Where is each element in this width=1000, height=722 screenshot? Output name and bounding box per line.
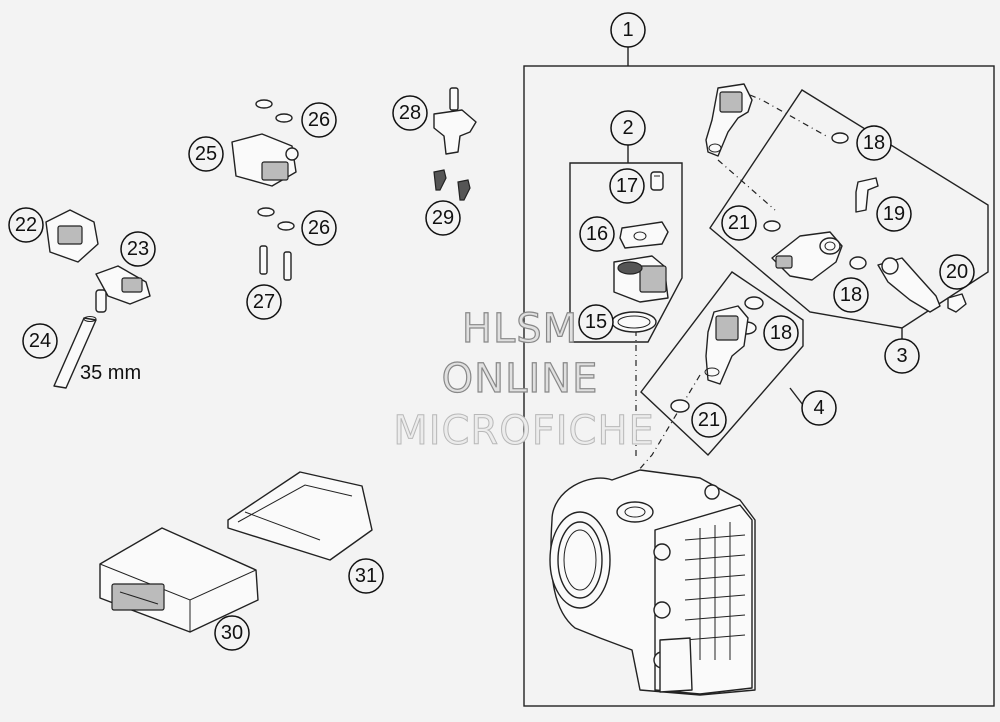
watermark-line-2: ONLINE	[442, 356, 599, 402]
subassembly-2-frame	[569, 143, 683, 343]
svg-text:2: 2	[622, 117, 633, 139]
svg-text:18: 18	[840, 284, 862, 306]
o-ring-21-top	[763, 220, 781, 232]
hose-length-label: 35 mm	[80, 362, 141, 384]
callout-22[interactable]: 22	[8, 207, 44, 243]
watermark-line-3: MICROFICHE	[393, 408, 655, 454]
svg-text:18: 18	[770, 322, 792, 344]
callout-2[interactable]: 2	[610, 110, 646, 146]
sensor-25	[231, 133, 299, 187]
watermark: HLSM ONLINE MICROFICHE	[393, 305, 655, 454]
callout-1[interactable]: 1	[610, 12, 646, 48]
screws-29	[433, 169, 471, 201]
callout-18-top[interactable]: 18	[856, 125, 892, 161]
bolts-27	[259, 245, 292, 281]
ecu-bracket-31	[227, 471, 373, 561]
callout-31[interactable]: 31	[348, 558, 384, 594]
svg-text:29: 29	[432, 207, 454, 229]
svg-text:28: 28	[399, 102, 421, 124]
throttle-body-ribs	[684, 522, 746, 660]
fuel-injector-lower	[704, 305, 749, 385]
svg-text:21: 21	[698, 409, 720, 431]
callout-4[interactable]: 4	[801, 390, 837, 426]
svg-text:25: 25	[195, 143, 217, 165]
callout-24[interactable]: 24	[22, 323, 58, 359]
callout-17[interactable]: 17	[609, 168, 645, 204]
svg-text:24: 24	[29, 330, 51, 352]
o-ring-15	[611, 311, 657, 333]
callout-29[interactable]: 29	[425, 200, 461, 236]
fuel-rail-connector	[771, 231, 843, 281]
washers-26-top	[255, 99, 293, 123]
svg-text:21: 21	[728, 212, 750, 234]
pressure-regulator	[877, 257, 941, 313]
intake-air-sensor-23	[95, 265, 151, 313]
svg-text:19: 19	[883, 203, 905, 225]
callout-25[interactable]: 25	[188, 136, 224, 172]
connector-22	[45, 209, 99, 263]
svg-text:26: 26	[308, 217, 330, 239]
throttle-body	[549, 469, 756, 696]
callout-3[interactable]: 3	[884, 338, 920, 374]
hose-24	[53, 316, 97, 389]
o-ring-21-lower	[670, 399, 690, 413]
svg-text:4: 4	[813, 397, 824, 419]
svg-text:30: 30	[221, 622, 243, 644]
svg-text:15: 15	[585, 311, 607, 333]
o-ring-18-mid	[849, 256, 867, 270]
svg-text:20: 20	[946, 261, 968, 283]
bleed-screw-20	[947, 293, 967, 313]
throttle-position-sensor	[613, 255, 669, 303]
callout-21-lower[interactable]: 21	[691, 402, 727, 438]
callout-27[interactable]: 27	[246, 284, 282, 320]
callout-23[interactable]: 23	[120, 231, 156, 267]
callout-28[interactable]: 28	[392, 95, 428, 131]
callout-21-top[interactable]: 21	[721, 205, 757, 241]
subassembly-4-frame	[640, 271, 804, 457]
sensor-screw-17	[650, 171, 664, 191]
watermark-line-1: HLSM	[462, 306, 578, 352]
callout-26-bottom[interactable]: 26	[301, 210, 337, 246]
svg-text:18: 18	[863, 132, 885, 154]
svg-text:16: 16	[586, 223, 608, 245]
callout-30[interactable]: 30	[214, 615, 250, 651]
callout-19[interactable]: 19	[876, 196, 912, 232]
ecu-30	[99, 527, 259, 633]
washers-26-bottom	[257, 207, 295, 231]
svg-text:26: 26	[308, 109, 330, 131]
callout-26-top[interactable]: 26	[301, 102, 337, 138]
svg-text:31: 31	[355, 565, 377, 587]
fuel-injector-top	[705, 83, 753, 157]
bracket-16	[619, 221, 669, 249]
callout-20[interactable]: 20	[939, 254, 975, 290]
svg-text:17: 17	[616, 175, 638, 197]
svg-text:27: 27	[253, 291, 275, 313]
callout-18-mid[interactable]: 18	[833, 277, 869, 313]
callout-18-lower[interactable]: 18	[763, 315, 799, 351]
hose-length-text: 35 mm	[80, 362, 141, 384]
callout-16[interactable]: 16	[579, 216, 615, 252]
svg-text:22: 22	[15, 214, 37, 236]
hose-fitting-19	[855, 177, 879, 213]
svg-text:3: 3	[896, 345, 907, 367]
svg-text:23: 23	[127, 238, 149, 260]
callout-15[interactable]: 15	[578, 304, 614, 340]
sensor-28	[433, 87, 477, 155]
svg-text:1: 1	[622, 19, 633, 41]
o-ring-18-top	[831, 132, 849, 144]
